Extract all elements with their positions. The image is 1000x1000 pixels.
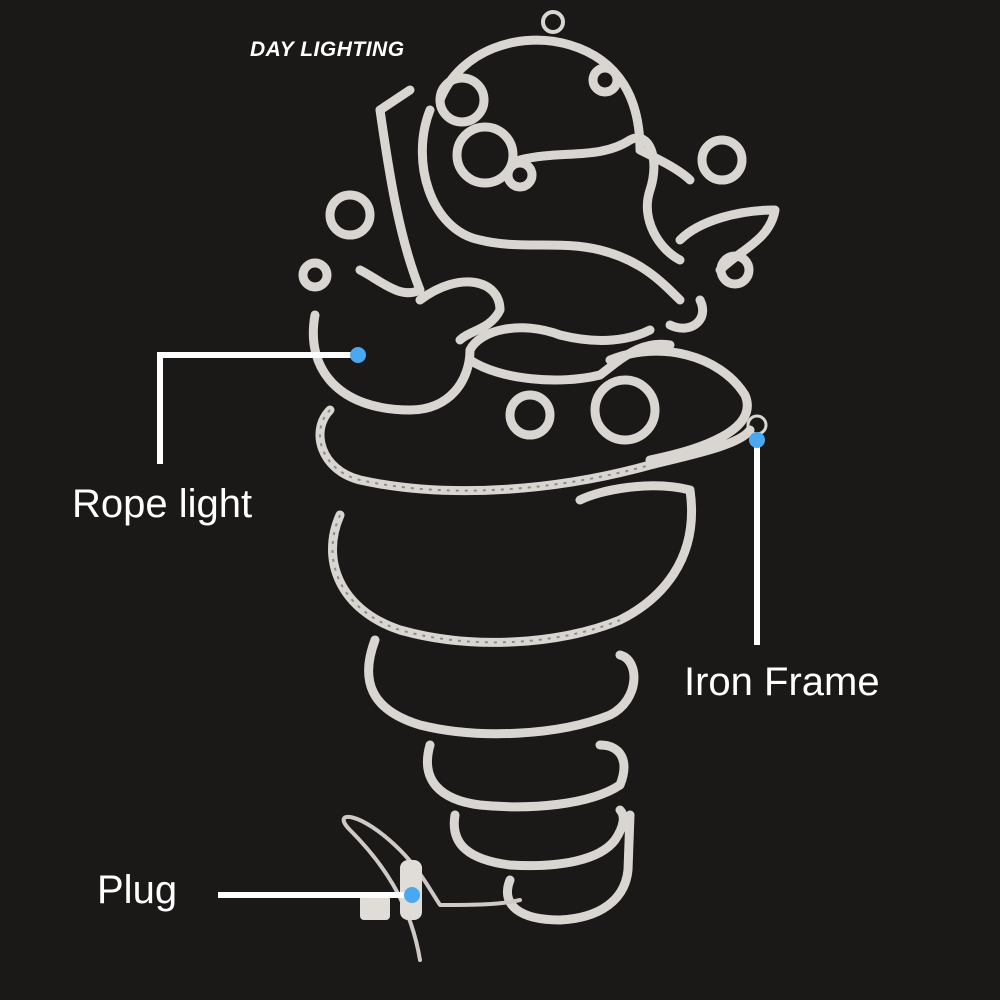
rope-light-leader-horizontal [157,352,358,358]
iron-frame-leader [754,440,760,645]
rope-light-marker-dot [350,347,366,363]
plug-marker-dot [404,887,420,903]
day-lighting-title: DAY LIGHTING [250,38,405,61]
plug-label: Plug [97,868,178,912]
iron-frame-label: Iron Frame [684,660,880,704]
iron-frame-marker-dot [749,432,765,448]
rope-light-label: Rope light [72,482,253,526]
rope-light-leader-vertical [157,352,163,464]
rope-light-figure [298,10,780,962]
plug-leader [218,892,410,898]
